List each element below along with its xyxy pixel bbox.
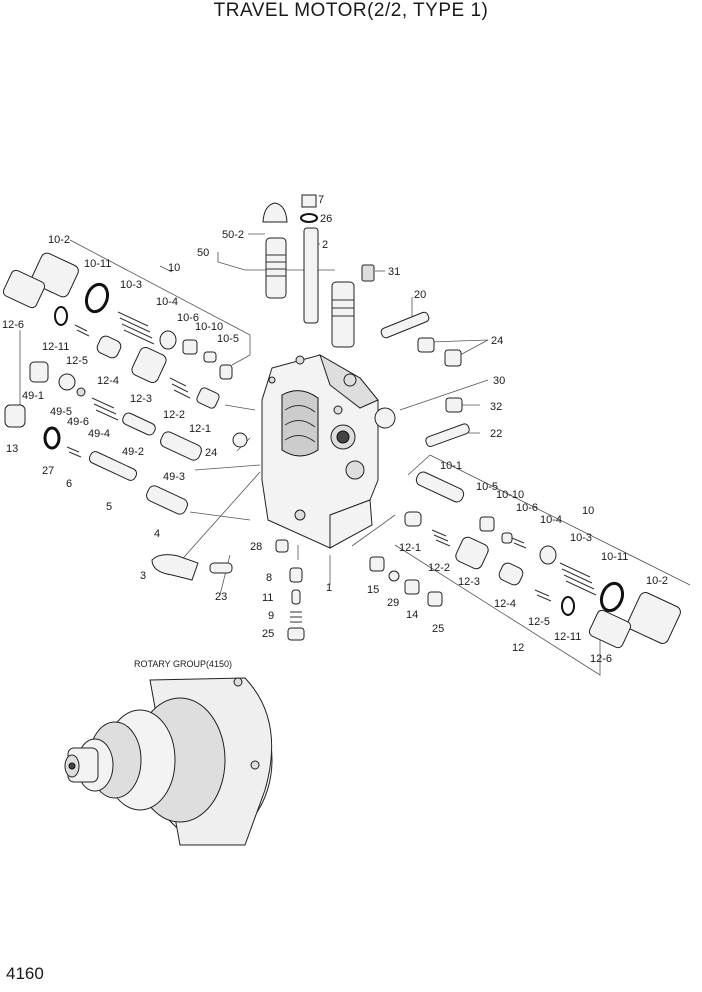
valve-body — [261, 353, 379, 549]
callout-10: 10 — [168, 262, 180, 274]
callout-10-10-right: 10-10 — [496, 489, 524, 501]
callout-49-2: 49-2 — [122, 446, 144, 458]
rotary-group-label: ROTARY GROUP(4150) — [134, 659, 232, 669]
callout-25-right: 25 — [432, 623, 444, 635]
callout-12-4-right: 12-4 — [494, 598, 516, 610]
callout-10-6-right: 10-6 — [516, 502, 538, 514]
callout-12-6-right: 12-6 — [590, 653, 612, 665]
callout-4: 4 — [154, 528, 160, 540]
callout-12-11: 12-11 — [42, 341, 69, 353]
callout-23: 23 — [215, 591, 227, 603]
callout-12-11-right: 12-11 — [554, 631, 581, 643]
callout-24-left: 24 — [205, 447, 217, 459]
rotary-group-illustration — [64, 677, 273, 846]
callout-2: 2 — [322, 239, 328, 251]
callout-12-5: 12-5 — [66, 355, 88, 367]
callout-1: 1 — [326, 582, 332, 594]
callout-10-11-right: 10-11 — [601, 551, 628, 563]
callout-12-3-right: 12-3 — [458, 576, 480, 588]
callout-15: 15 — [367, 584, 379, 596]
callout-30: 30 — [493, 375, 505, 387]
top-parts — [262, 194, 375, 348]
callout-12-1: 12-1 — [189, 423, 211, 435]
page-title: TRAVEL MOTOR(2/2, TYPE 1) — [213, 0, 489, 21]
callout-5: 5 — [106, 501, 112, 513]
page-number: 4160 — [6, 964, 44, 983]
callout-10-5-right: 10-5 — [476, 481, 498, 493]
callout-25-left: 25 — [262, 628, 274, 640]
callout-32: 32 — [490, 401, 502, 413]
callout-13: 13 — [6, 443, 18, 455]
callout-7: 7 — [318, 194, 324, 206]
callout-8: 8 — [266, 572, 272, 584]
callout-49-6: 49-6 — [67, 416, 89, 428]
callout-49-3: 49-3 — [163, 471, 185, 483]
upper-right-parts — [374, 311, 470, 447]
callout-10-4-right: 10-4 — [540, 514, 562, 526]
callout-50-2: 50-2 — [222, 229, 244, 241]
callout-31: 31 — [388, 266, 400, 278]
callout-50: 50 — [197, 247, 209, 259]
callout-10-2-right: 10-2 — [646, 575, 668, 587]
callout-29: 29 — [387, 597, 399, 609]
callout-labels: 7 26 2 50-2 50 31 10-2 10-11 10 10-3 10-… — [2, 194, 668, 669]
callout-12-2: 12-2 — [163, 409, 185, 421]
callout-12-right: 12 — [512, 642, 524, 654]
leader-lines — [19, 233, 691, 676]
callout-28: 28 — [250, 541, 262, 553]
callout-10-5: 10-5 — [217, 333, 239, 345]
callout-49-5: 49-5 — [50, 406, 72, 418]
callout-26: 26 — [320, 213, 332, 225]
callout-3: 3 — [140, 570, 146, 582]
callout-12-5-right: 12-5 — [528, 616, 550, 628]
lower-right-parts — [275, 471, 681, 649]
callout-49-4: 49-4 — [88, 428, 110, 440]
callout-11: 11 — [262, 592, 273, 604]
callout-10-4: 10-4 — [156, 296, 178, 308]
callout-12-6: 12-6 — [2, 319, 24, 331]
callout-12-2-right: 12-2 — [428, 562, 450, 574]
callout-9: 9 — [268, 610, 274, 622]
callout-12-1-right: 12-1 — [399, 542, 421, 554]
callout-10-10: 10-10 — [195, 321, 223, 333]
callout-10-1: 10-1 — [440, 460, 462, 472]
callout-12-3: 12-3 — [130, 393, 152, 405]
callout-10-3-right: 10-3 — [570, 532, 592, 544]
upper-left-parts — [2, 252, 248, 581]
callout-20: 20 — [414, 289, 426, 301]
callout-6: 6 — [66, 478, 72, 490]
callout-10-2: 10-2 — [48, 234, 70, 246]
callout-24-right: 24 — [491, 335, 503, 347]
callout-14: 14 — [406, 609, 418, 621]
callout-22: 22 — [490, 428, 502, 440]
callout-10-right: 10 — [582, 505, 594, 517]
callout-49-1: 49-1 — [22, 390, 44, 402]
callout-10-11: 10-11 — [84, 258, 111, 270]
callout-12-4: 12-4 — [97, 375, 119, 387]
callout-10-6: 10-6 — [177, 312, 199, 324]
callout-27: 27 — [42, 465, 54, 477]
callout-10-3: 10-3 — [120, 279, 142, 291]
